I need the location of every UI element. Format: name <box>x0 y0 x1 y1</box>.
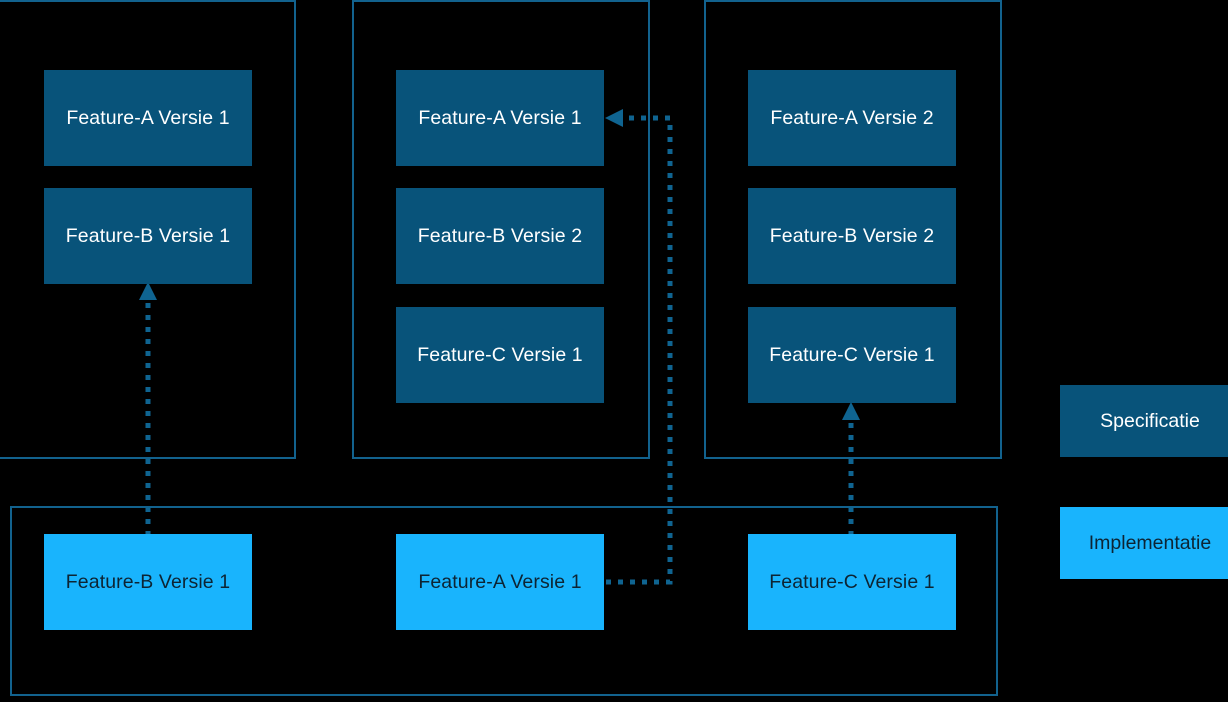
node-label: Feature-A Versie 2 <box>770 106 934 129</box>
legend-label: Implementatie <box>1088 531 1212 554</box>
impl-node-1[interactable]: Feature-A Versie 1 <box>396 534 604 630</box>
spec-node-group3-0[interactable]: Feature-A Versie 2 <box>748 70 956 166</box>
spec-node-group2-1[interactable]: Feature-B Versie 2 <box>396 188 604 284</box>
implementation-group-container <box>10 506 998 696</box>
node-label: Feature-B Versie 2 <box>417 224 583 247</box>
node-label: Feature-C Versie 1 <box>769 343 935 366</box>
spec-node-group2-0[interactable]: Feature-A Versie 1 <box>396 70 604 166</box>
node-label: Feature-A Versie 1 <box>418 570 582 593</box>
node-label: Feature-A Versie 1 <box>418 106 582 129</box>
node-label: Feature-B Versie 2 <box>769 224 935 247</box>
legend-item-implementatie: Implementatie <box>1060 507 1228 579</box>
spec-node-group1-1[interactable]: Feature-B Versie 1 <box>44 188 252 284</box>
legend-label: Specificatie <box>1100 409 1200 432</box>
node-label: Feature-B Versie 1 <box>65 570 231 593</box>
node-label: Feature-B Versie 1 <box>65 224 231 247</box>
spec-node-group2-2[interactable]: Feature-C Versie 1 <box>396 307 604 403</box>
spec-node-group1-0[interactable]: Feature-A Versie 1 <box>44 70 252 166</box>
impl-node-0[interactable]: Feature-B Versie 1 <box>44 534 252 630</box>
impl-node-2[interactable]: Feature-C Versie 1 <box>748 534 956 630</box>
node-label: Feature-A Versie 1 <box>66 106 230 129</box>
legend-item-specificatie: Specificatie <box>1060 385 1228 457</box>
spec-node-group3-2[interactable]: Feature-C Versie 1 <box>748 307 956 403</box>
node-label: Feature-C Versie 1 <box>769 570 935 593</box>
node-label: Feature-C Versie 1 <box>417 343 583 366</box>
spec-node-group3-1[interactable]: Feature-B Versie 2 <box>748 188 956 284</box>
